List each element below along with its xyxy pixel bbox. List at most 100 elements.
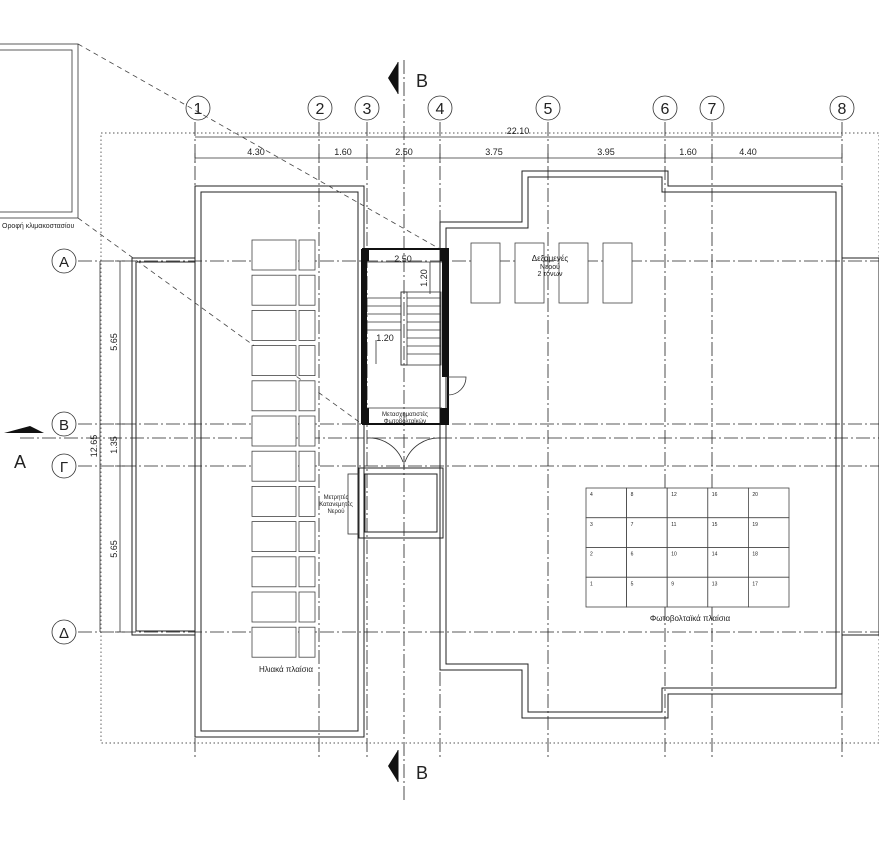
- solar-panel-tank: [298, 345, 316, 377]
- grid-label-4: 4: [436, 101, 445, 118]
- section-label-top: B: [416, 71, 428, 91]
- stair-roof-callout: Οροφή κλιμακοστασίου: [0, 43, 441, 425]
- pv-panel: [585, 487, 627, 519]
- pv-panel: [585, 547, 627, 578]
- solar-panel-tank: [298, 415, 316, 447]
- section-label-bottom: B: [416, 763, 428, 783]
- pv-panel-number: 4: [590, 492, 593, 498]
- grid-label-gamma: Γ: [60, 459, 68, 476]
- pv-panel-number: 12: [671, 492, 677, 498]
- pv-panel-number: 11: [671, 522, 676, 528]
- grid-label-6: 6: [661, 101, 670, 118]
- dim-vert-1: 5.65: [109, 333, 119, 351]
- grid-label-8: 8: [838, 101, 847, 118]
- label-tanks-2: Νερού: [540, 263, 560, 271]
- grid-label-2: 2: [316, 101, 325, 118]
- pv-panel: [707, 576, 749, 608]
- solar-panel: [251, 450, 297, 482]
- solar-panel-tank: [298, 309, 316, 341]
- pv-panel-number: 20: [752, 492, 758, 498]
- pv-panel-number: 9: [671, 581, 674, 587]
- dim-stair-depth-1: 1.20: [419, 269, 429, 287]
- left-balcony: [131, 257, 196, 636]
- solar-panel-tank: [298, 521, 316, 552]
- dim-span-7-8: 4.40: [739, 147, 757, 157]
- pv-panel-number: 8: [631, 492, 634, 498]
- pv-panel: [626, 487, 668, 519]
- solar-panel-array: [251, 239, 316, 658]
- solar-panel: [251, 556, 297, 588]
- grid-lines: [20, 60, 879, 800]
- dim-stair-width: 2.50: [394, 254, 412, 264]
- solar-panel-tank: [298, 485, 316, 517]
- grid-bubble-3: [354, 95, 380, 121]
- pv-panel-number: 5: [631, 581, 634, 587]
- grid-bubble-2: [307, 95, 333, 121]
- pv-panel: [707, 517, 749, 548]
- label-meters-2: Κατανεμητές: [319, 501, 353, 508]
- grid-bubble-gamma: [51, 453, 77, 479]
- solar-panel: [251, 626, 297, 658]
- dim-overall: 22.10: [507, 126, 530, 136]
- grid-bubble-1: [185, 95, 211, 121]
- grid-bubble-delta: [51, 619, 77, 645]
- grid-label-alpha: Α: [59, 254, 69, 271]
- pv-panel-number: 6: [631, 552, 634, 558]
- pv-panel: [748, 487, 790, 519]
- solar-panel-tank: [298, 239, 316, 271]
- solar-panel-tank: [298, 380, 316, 412]
- grid-label-1: 1: [194, 101, 203, 118]
- dim-span-1-2: 4.30: [247, 147, 265, 157]
- solar-panel: [251, 309, 297, 341]
- dim-vert-total: 12.65: [89, 435, 99, 458]
- solar-panel-tank: [298, 626, 316, 658]
- pv-panel-number: 10: [671, 552, 677, 558]
- pv-panel-number: 19: [752, 522, 758, 528]
- solar-panel-tank: [298, 274, 316, 306]
- grid-label-delta: Δ: [59, 625, 69, 642]
- pv-panel: [585, 576, 627, 608]
- pv-panel-number: 17: [752, 581, 758, 587]
- grid-bubble-4: [427, 95, 453, 121]
- solar-panel: [251, 485, 297, 517]
- grid-bubble-beta: [51, 411, 77, 437]
- grid-label-7: 7: [708, 101, 717, 118]
- grid-bubble-6: [652, 95, 678, 121]
- section-markers: B B A: [4, 62, 428, 783]
- pv-panel-number: 16: [712, 492, 718, 498]
- pv-panel-number: 13: [712, 581, 718, 587]
- label-tanks-3: 2 τόνων: [538, 270, 563, 278]
- right-balcony: [841, 257, 879, 636]
- solar-panel: [251, 274, 297, 306]
- label-solar-panels: Ηλιακά πλαίσια: [259, 665, 313, 674]
- grid-label-5: 5: [544, 101, 553, 118]
- dim-span-2-3: 1.60: [334, 147, 352, 157]
- pv-panel: [748, 547, 790, 578]
- grid-column-bubbles: 1 2 3 4 5 6 7 8: [185, 95, 855, 121]
- grid-label-3: 3: [363, 101, 372, 118]
- label-inverters-1: Μετασχηματιστές: [382, 411, 428, 418]
- grid-bubble-8: [829, 95, 855, 121]
- label-tanks-1: Δεξαμενές: [532, 254, 569, 263]
- meter-room: Μετρητές Κατανεμητές Νερού: [319, 437, 444, 539]
- dimension-chains: 22.10 4.30 1.60 2.50 3.75 3.95 1.60 4.40…: [89, 126, 843, 633]
- pv-panel-number: 7: [631, 522, 634, 528]
- pv-panel-number: 3: [590, 522, 593, 528]
- stair-core: 2.50 1.20 1.20 Μετασχηματιστές Φωτοβολτα…: [361, 248, 467, 425]
- solar-panel: [251, 521, 297, 552]
- pv-panel: [666, 517, 709, 548]
- label-pv-panels: Φωτοβολταϊκά πλαίσια: [650, 614, 731, 623]
- label-meters-3: Νερού: [327, 509, 344, 515]
- solar-panel: [251, 239, 297, 271]
- grid-bubble-alpha: [51, 248, 77, 274]
- pv-panel: [666, 547, 709, 578]
- dim-span-4-5: 3.75: [485, 147, 503, 157]
- pv-panel: [585, 517, 627, 548]
- section-arrow-top: [388, 62, 398, 94]
- dim-span-5-6: 3.95: [597, 147, 615, 157]
- dim-stair-depth-2: 1.20: [376, 333, 394, 343]
- pv-panel: [626, 517, 668, 548]
- section-arrow-left: [4, 426, 44, 433]
